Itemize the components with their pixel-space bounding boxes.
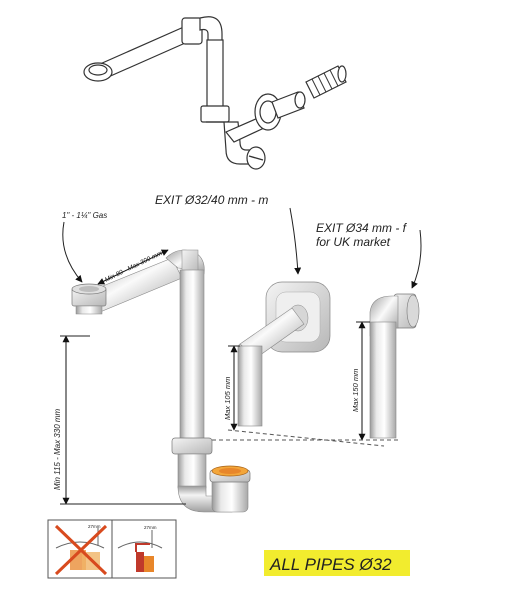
label-min115-max330: Min 115 - Max 330 mm xyxy=(53,408,62,490)
thumbnail-wrong-install: 27mm xyxy=(54,524,108,576)
thumbnail-correct-install: 27mm xyxy=(117,525,163,572)
installation-thumbnails: 27mm 27mm xyxy=(47,519,177,579)
label-max150: Max 150 mm xyxy=(351,369,360,412)
all-pipes-text: ALL PIPES Ø32 xyxy=(269,555,392,574)
label-exit-f: EXIT Ø34 mm - f xyxy=(316,221,408,235)
label-gas: 1" - 1¼" Gas xyxy=(62,211,107,220)
thumb2-label: 27mm xyxy=(144,525,157,530)
assembly-line-drawing xyxy=(83,16,347,170)
label-max105: Max 105 mm xyxy=(223,377,232,420)
all-pipes-banner: ALL PIPES Ø32 xyxy=(264,550,410,576)
thumb1-label: 27mm xyxy=(88,524,101,529)
dimension-lines xyxy=(60,207,422,505)
label-exit-m: EXIT Ø32/40 mm - m xyxy=(155,193,268,207)
label-exit-f-uk: for UK market xyxy=(316,235,391,249)
siphon-shaded-render xyxy=(71,249,420,513)
